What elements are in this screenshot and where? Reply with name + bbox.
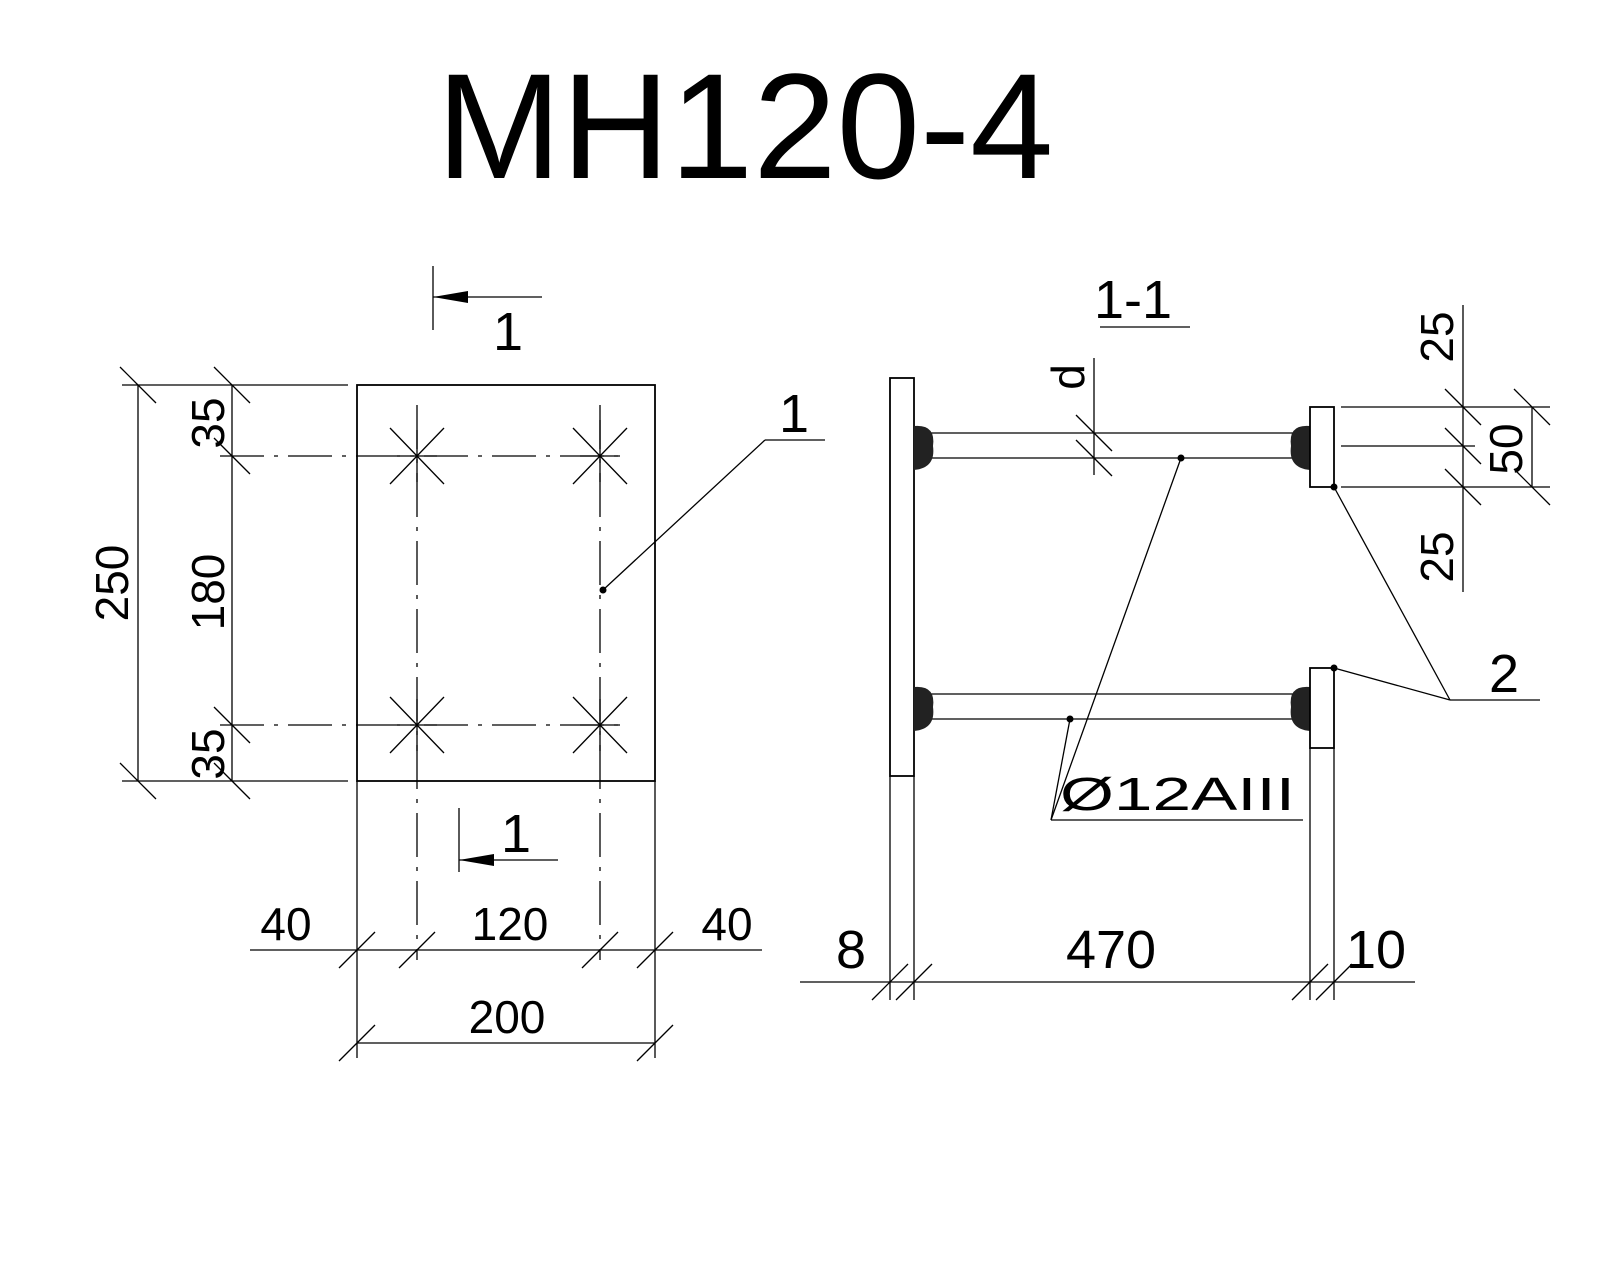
dimension-edge-bottom-label: 35 — [182, 728, 234, 779]
callout-plate-label: 1 — [779, 384, 809, 444]
section-cut-label-top: 1 — [493, 302, 523, 362]
section-washer-top — [1309, 406, 1335, 488]
dimension-plan-width-chain — [250, 781, 762, 1058]
dimension-inner-width-label: 120 — [472, 898, 549, 950]
dimension-plate-thickness-label: 8 — [836, 920, 866, 980]
dimension-plan-height-total — [119, 366, 348, 800]
dimension-section-length-chain — [800, 748, 1415, 1001]
dimension-inner-height-label: 180 — [182, 554, 234, 631]
dimension-offset-top-label: 25 — [1411, 311, 1463, 362]
section-view: 1-1 d — [800, 270, 1551, 1001]
section-cut-marker-bottom: 1 — [458, 804, 558, 872]
dimension-edge-top-label: 35 — [182, 397, 234, 448]
callout-washer-label: 2 — [1489, 644, 1519, 704]
section-rod-top — [914, 432, 1310, 459]
plan-plate-outline — [356, 384, 656, 782]
dimension-washer-chain — [1341, 305, 1551, 592]
section-base-plate — [889, 377, 915, 777]
plan-view: 1 1 1 250 — [86, 266, 825, 1062]
stud-marker-bottom-right — [572, 696, 628, 754]
dimension-plan-width-total-label: 200 — [469, 991, 546, 1043]
callout-plate: 1 — [599, 384, 825, 594]
dimension-rod-diameter-label: d — [1042, 364, 1094, 390]
drawing-title: MH120-4 — [437, 42, 1054, 210]
section-title: 1-1 — [1094, 270, 1172, 330]
dimension-rod-length-label: 470 — [1066, 920, 1156, 980]
section-washer-bottom — [1309, 667, 1335, 749]
callout-rod-spec: Ø12AIII — [1050, 454, 1303, 821]
stud-marker-top-left — [389, 427, 445, 485]
weld-washer-bottom — [1290, 686, 1310, 731]
dimension-washer-height-label: 50 — [1480, 423, 1532, 474]
dimension-offset-bottom-label: 25 — [1411, 531, 1463, 582]
section-cut-label-bottom: 1 — [501, 804, 531, 864]
stud-marker-top-right — [572, 420, 628, 485]
dimension-plan-width-total — [338, 1024, 674, 1062]
weld-plate-top — [914, 425, 934, 470]
weld-washer-top — [1290, 425, 1310, 470]
callout-rod-spec-label: Ø12AIII — [1060, 768, 1295, 820]
callout-washer: 2 — [1330, 483, 1540, 704]
dimension-rod-diameter — [1075, 358, 1113, 477]
dimension-edge-right-label: 40 — [701, 898, 752, 950]
dimension-plan-height-total-label: 250 — [86, 545, 138, 622]
stud-marker-bottom-left — [389, 696, 445, 754]
weld-plate-bottom — [914, 686, 934, 731]
dimension-washer-thickness-label: 10 — [1346, 920, 1406, 980]
dimension-plan-height-chain — [213, 366, 251, 800]
section-cut-marker-top: 1 — [432, 266, 542, 362]
dimension-edge-left-label: 40 — [260, 898, 311, 950]
section-rod-bottom — [914, 693, 1310, 720]
